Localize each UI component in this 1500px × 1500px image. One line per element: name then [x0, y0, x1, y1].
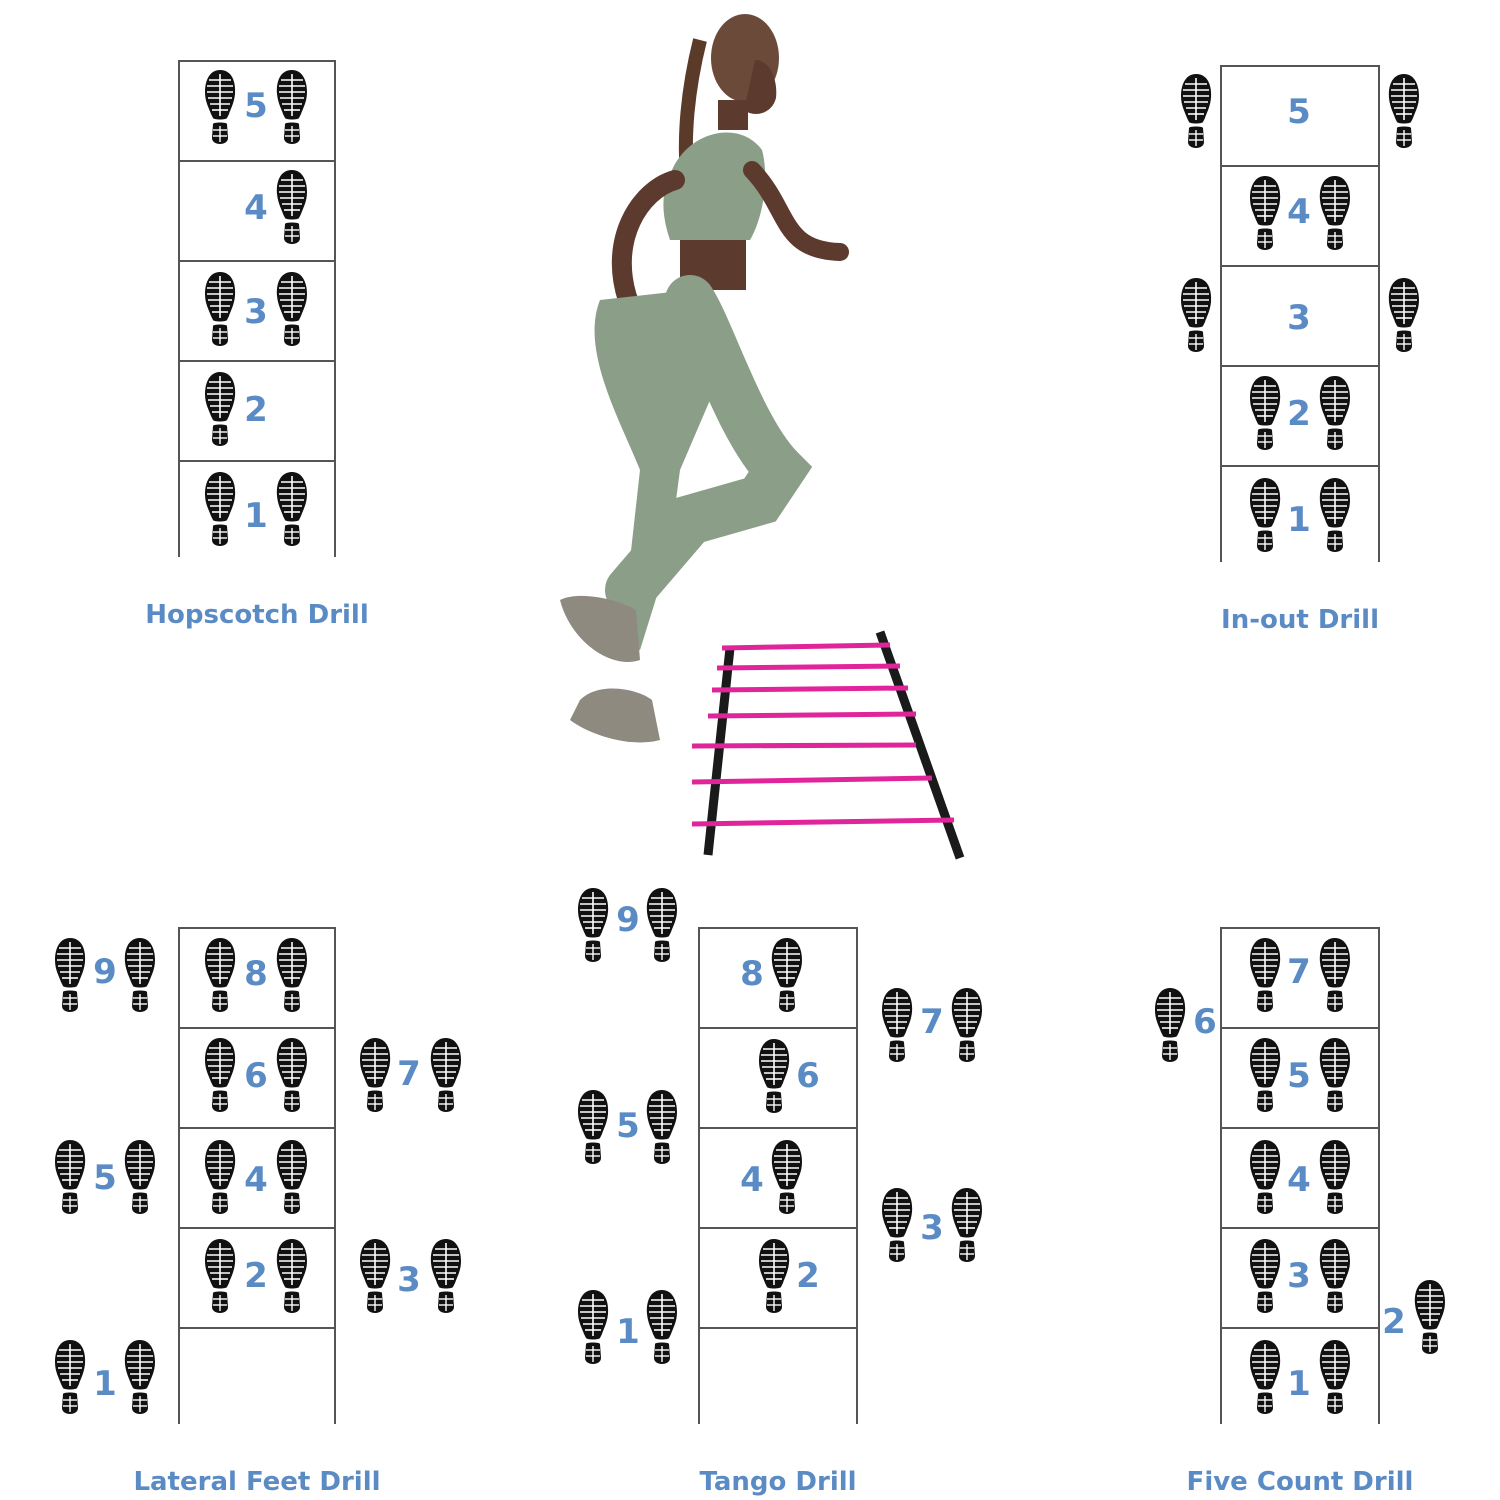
step-number: 5	[93, 1158, 117, 1198]
step-number: 6	[796, 1056, 820, 1096]
step-number: 1	[1287, 500, 1311, 540]
step-number: 2	[244, 390, 268, 430]
ladder-diagram	[698, 927, 858, 1424]
step-number: 4	[244, 1160, 268, 1200]
step-number: 5	[1287, 1056, 1311, 1096]
step-number: 4	[244, 188, 268, 228]
step-number: 5	[616, 1106, 640, 1146]
footprint-icon	[1152, 986, 1188, 1066]
footprint-icon	[1317, 1036, 1353, 1116]
step-number: 1	[244, 496, 268, 536]
step-number: 1	[1287, 1364, 1311, 1404]
step-number: 3	[397, 1260, 421, 1300]
step-number: 3	[920, 1208, 944, 1248]
athlete-photo	[540, 0, 980, 870]
drill-title: Lateral Feet Drill	[133, 1467, 381, 1497]
step-number: 2	[1287, 394, 1311, 434]
step-number: 6	[244, 1056, 268, 1096]
step-number: 7	[920, 1002, 944, 1042]
step-number: 1	[93, 1364, 117, 1404]
ladder-diagram	[1220, 65, 1380, 562]
agility-ladder-image	[691, 630, 965, 860]
step-number: 8	[244, 954, 268, 994]
step-number: 5	[244, 86, 268, 126]
footprint-icon	[1412, 1278, 1448, 1358]
step-number: 2	[1382, 1302, 1406, 1342]
footprint-icon	[1247, 1237, 1283, 1317]
step-number: 4	[1287, 192, 1311, 232]
step-number: 4	[740, 1160, 764, 1200]
step-number: 3	[1287, 298, 1311, 338]
footprint-icon	[1317, 1237, 1353, 1317]
step-number: 9	[616, 900, 640, 940]
drill-title: Five Count Drill	[1186, 1467, 1414, 1497]
drill-title: Tango Drill	[699, 1467, 857, 1497]
step-number: 2	[796, 1256, 820, 1296]
step-number: 9	[93, 952, 117, 992]
drill-title: In-out Drill	[1221, 605, 1379, 635]
step-number: 7	[1287, 952, 1311, 992]
ladder-diagram	[178, 60, 336, 557]
footprint-icon	[1317, 936, 1353, 1016]
step-number: 2	[244, 1256, 268, 1296]
step-number: 6	[1193, 1002, 1217, 1042]
ladder-diagram	[178, 927, 336, 1424]
athlete-figure	[560, 14, 849, 743]
footprint-icon	[1247, 1036, 1283, 1116]
step-number: 4	[1287, 1160, 1311, 1200]
footprint-icon	[1247, 1138, 1283, 1218]
footprint-icon	[1317, 1138, 1353, 1218]
step-number: 7	[397, 1054, 421, 1094]
step-number: 3	[244, 292, 268, 332]
ladder-diagram	[1220, 927, 1380, 1424]
footprint-icon	[1247, 1338, 1283, 1418]
footprint-icon	[1317, 1338, 1353, 1418]
drill-title: Hopscotch Drill	[145, 600, 369, 630]
footprint-icon	[1247, 936, 1283, 1016]
step-number: 3	[1287, 1256, 1311, 1296]
step-number: 5	[1287, 92, 1311, 132]
step-number: 1	[616, 1312, 640, 1352]
step-number: 8	[740, 954, 764, 994]
